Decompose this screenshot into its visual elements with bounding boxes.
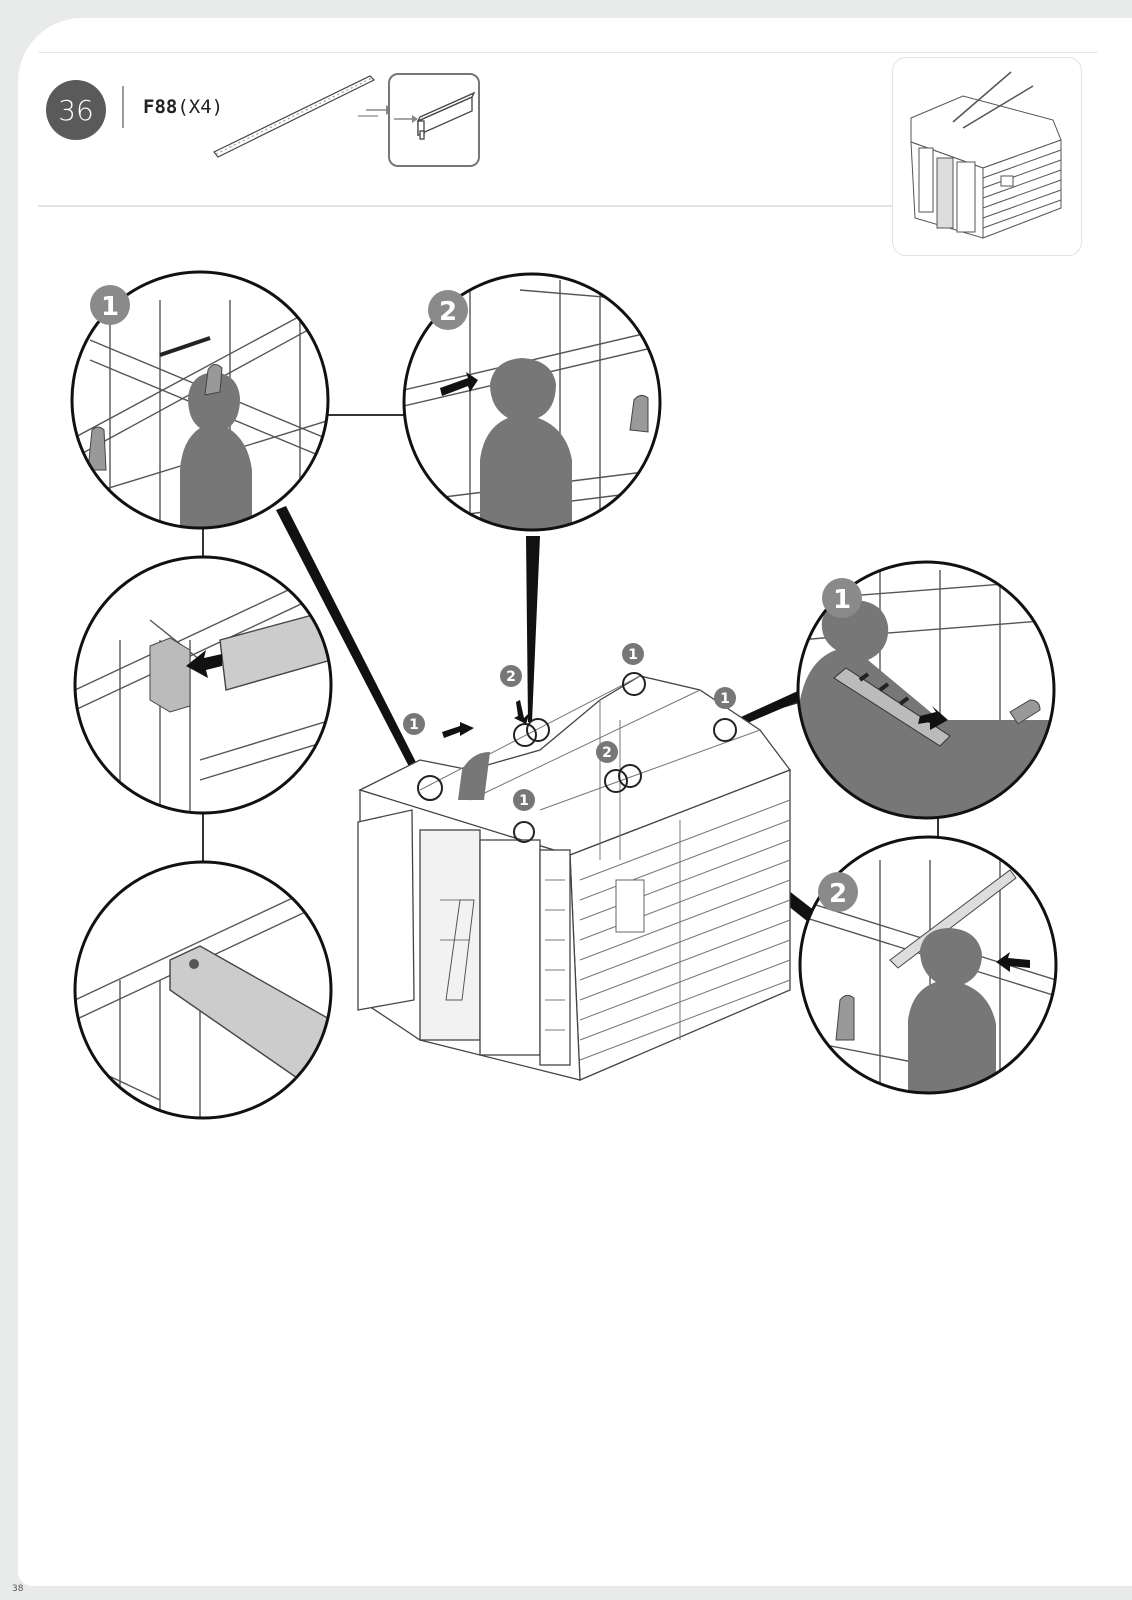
shed-callout-d: 1: [720, 691, 730, 707]
callout-2-label: 2: [439, 297, 457, 327]
shed-callout-e: 1: [519, 793, 529, 809]
callout-1-label-right: 1: [833, 585, 851, 615]
shed-callout-b: 2: [506, 669, 516, 685]
callout-1-label: 1: [101, 292, 119, 322]
shed-callout-a: 1: [409, 717, 419, 733]
callout-2-label-right: 2: [829, 879, 847, 909]
shed-callout-f: 2: [602, 745, 612, 761]
page-number: 38: [12, 1584, 23, 1594]
shed-callout-c: 1: [628, 647, 638, 663]
